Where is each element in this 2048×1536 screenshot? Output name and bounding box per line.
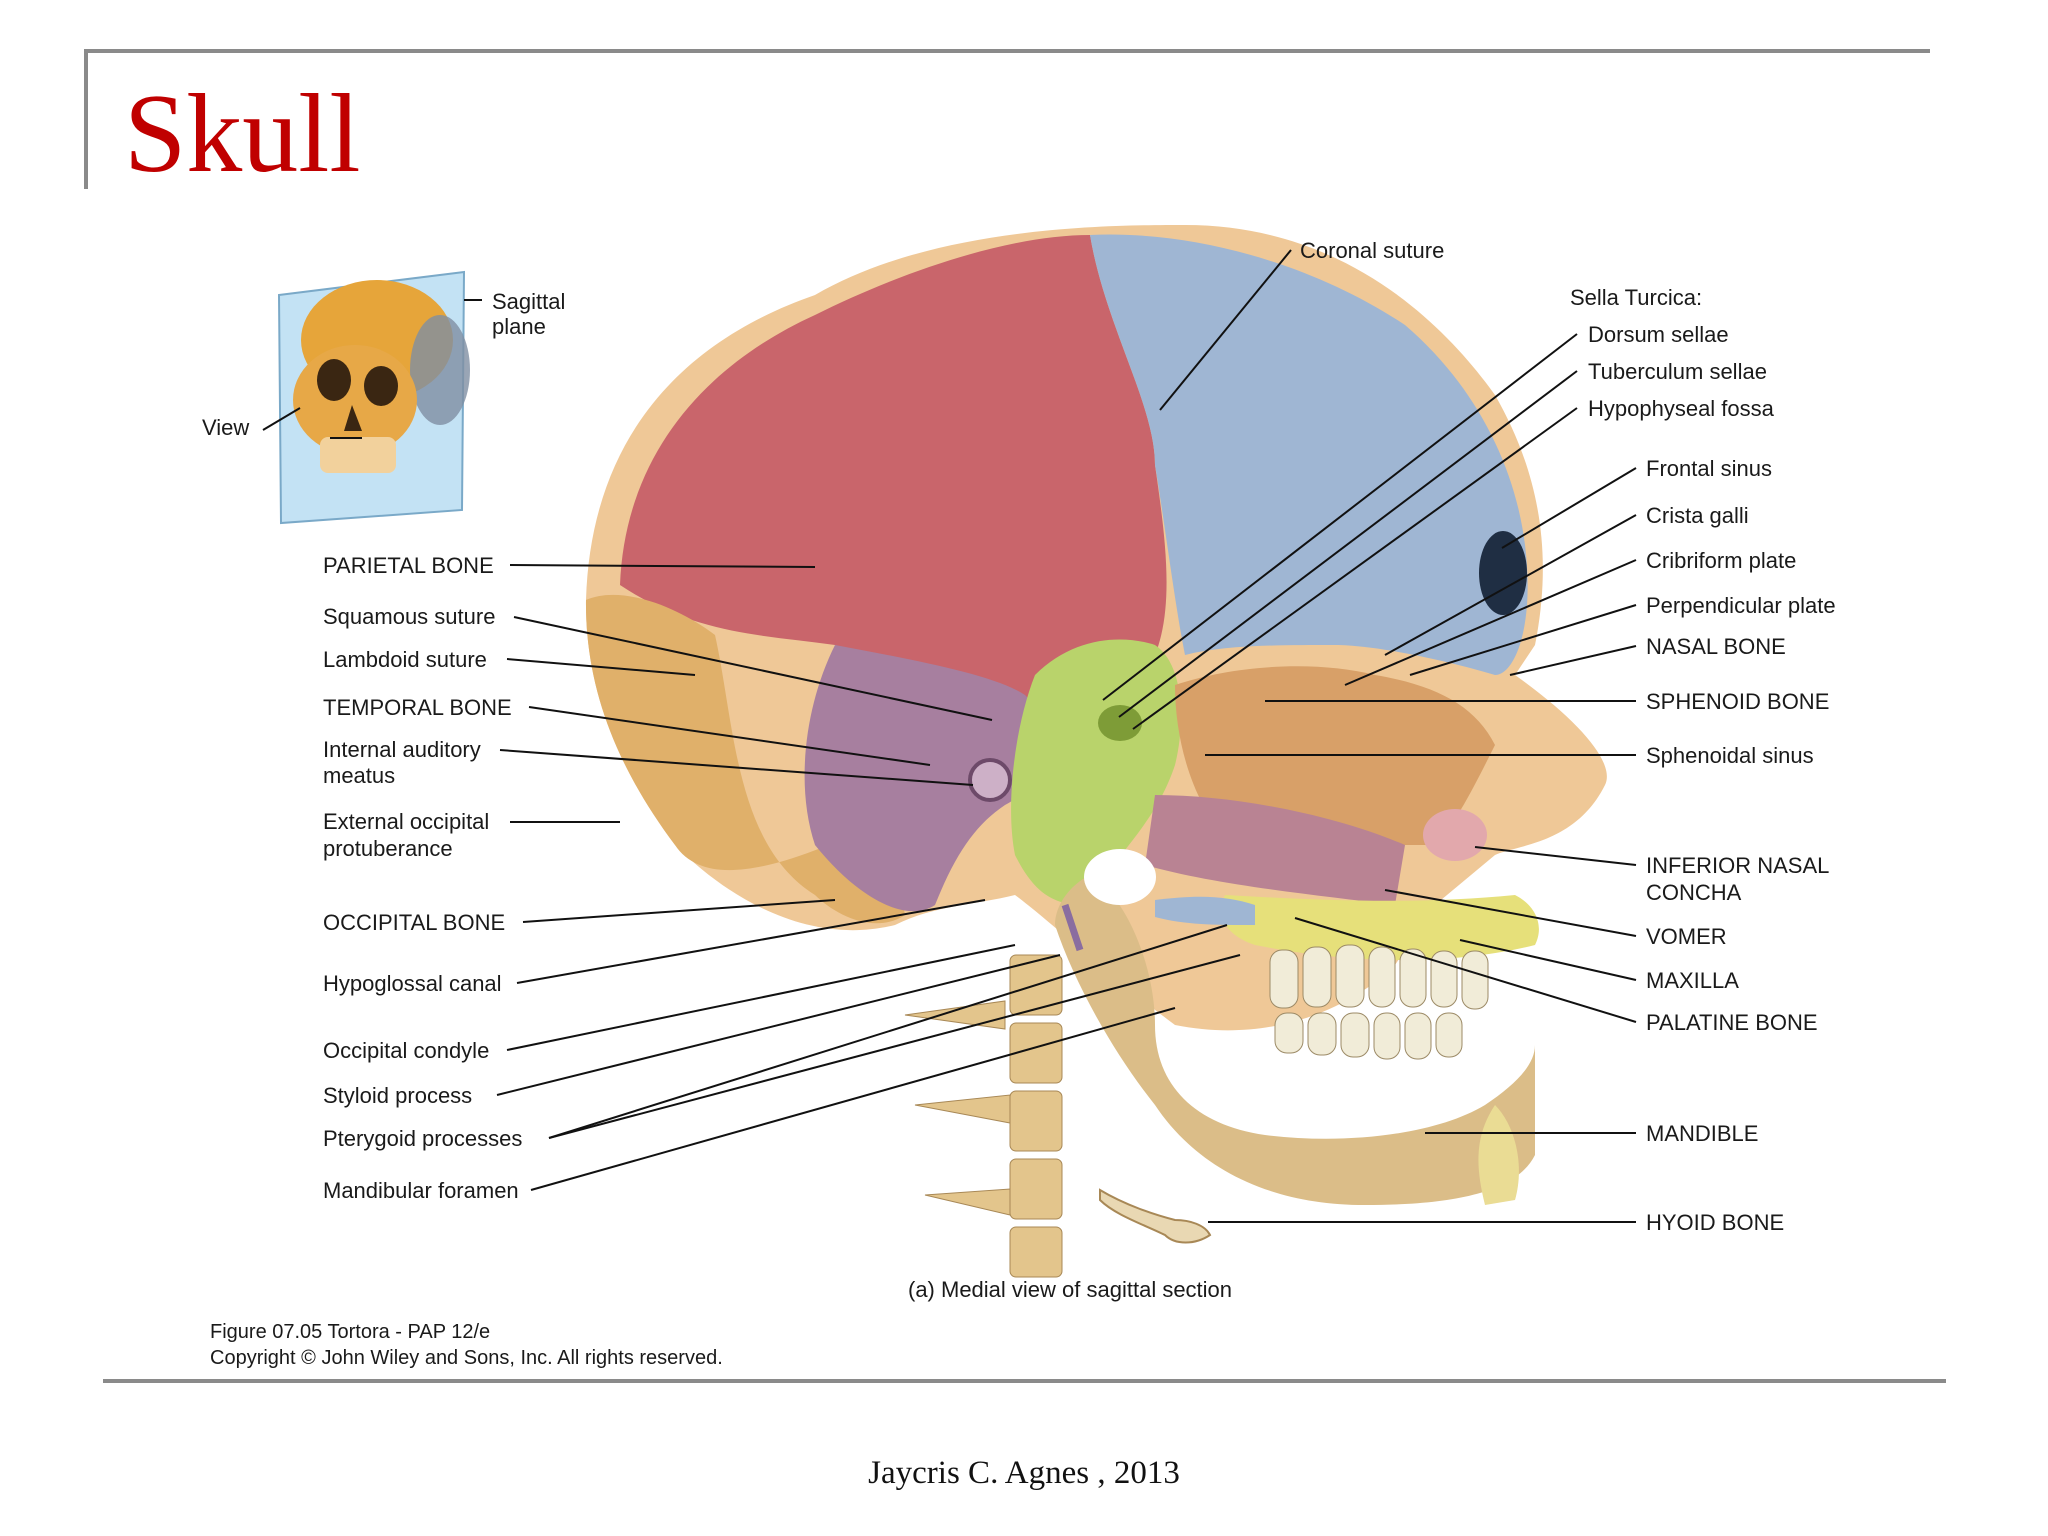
parietal-bone-region [620,235,1167,725]
vomer-region [1145,795,1405,905]
label-hypophyseal-fossa: Hypophyseal fossa [1588,396,1775,421]
inset-skull-right-half [410,315,470,425]
label-internal-auditory-meatus-1: Internal auditory [323,737,481,762]
inset-orbit-right [364,366,398,406]
slide-title: Skull [124,72,361,196]
cervical-vertebrae [904,954,1063,1278]
label-coronal-suture: Coronal suture [1300,238,1444,263]
label-temporal-bone: TEMPORAL BONE [323,695,512,720]
label-crista-galli: Crista galli [1646,503,1749,528]
main-skull [585,225,1607,1278]
frontal-bone-region [1090,234,1528,675]
top-rule [84,49,1930,53]
label-internal-auditory-meatus-2: meatus [323,763,395,788]
frontal-sinus-cavity [1479,531,1527,615]
inset-orbit-left [317,359,351,401]
mandible-symphysis [1478,1105,1519,1205]
skull-figure: Sagittal plane View PARIETAL BONE Squamo… [115,205,1955,1385]
label-inferior-nasal-concha-2: CONCHA [1646,880,1742,905]
maxilla-region [1221,895,1539,960]
label-hyoid-bone: HYOID BONE [1646,1210,1784,1235]
sphenoid-bone-region [1011,639,1181,905]
label-squamous-suture: Squamous suture [323,604,495,629]
leader-lines [262,249,1637,1223]
inset-nasal-cavity [344,405,362,431]
label-palatine-bone: PALATINE BONE [1646,1010,1818,1035]
label-dorsum-sellae: Dorsum sellae [1588,322,1729,347]
figure-credit-line-2: Copyright © John Wiley and Sons, Inc. Al… [210,1347,723,1369]
skull-diagram: Sagittal plane View PARIETAL BONE Squamo… [115,205,1955,1385]
bottom-rule [103,1379,1946,1383]
label-nasal-bone: NASAL BONE [1646,634,1786,659]
figure-credit-line-1: Figure 07.05 Tortora - PAP 12/e [210,1321,490,1343]
label-hypoglossal-canal: Hypoglossal canal [323,971,502,996]
sella-turcica-fossa [1098,705,1142,741]
inset-skull [277,270,470,525]
label-perpendicular-plate: Perpendicular plate [1646,593,1836,618]
label-occipital-bone: OCCIPITAL BONE [323,910,505,935]
teeth [1269,944,1489,1060]
label-frontal-sinus: Frontal sinus [1646,456,1772,481]
temporal-bone-region [804,645,1043,912]
label-sella-turcica: Sella Turcica: [1570,285,1702,310]
label-external-occipital-protuberance-2: protuberance [323,836,453,861]
inset-sagittal-label-2: plane [492,314,546,339]
inset-sagittal-label-1: Sagittal [492,289,565,314]
label-sphenoidal-sinus: Sphenoidal sinus [1646,743,1814,768]
hyoid-bone-shape [1099,1188,1212,1244]
label-sphenoid-bone: SPHENOID BONE [1646,689,1829,714]
inferior-nasal-concha-region [1423,809,1487,861]
internal-auditory-meatus-opening [968,758,1012,802]
label-parietal-bone: PARIETAL BONE [323,553,494,578]
label-styloid-process: Styloid process [323,1083,472,1108]
label-lambdoid-suture: Lambdoid suture [323,647,487,672]
styloid-process-shape [1061,903,1084,952]
mandible-region [1055,875,1535,1205]
left-rule [84,49,88,189]
inset-jaw [320,437,396,473]
label-inferior-nasal-concha-1: INFERIOR NASAL [1646,853,1829,878]
label-tuberculum-sellae: Tuberculum sellae [1588,359,1767,384]
label-vomer: VOMER [1646,924,1727,949]
slide-footer: Jaycris C. Agnes , 2013 [868,1455,1180,1491]
label-cribriform-plate: Cribriform plate [1646,548,1796,573]
label-external-occipital-protuberance-1: External occipital [323,809,489,834]
inset-view-label: View [202,415,249,440]
palatine-bone-region [1155,896,1255,925]
label-occipital-condyle: Occipital condyle [323,1038,489,1063]
foramen-space [1084,849,1156,905]
label-mandibular-foramen: Mandibular foramen [323,1178,519,1203]
label-maxilla: MAXILLA [1646,968,1739,993]
label-pterygoid-processes: Pterygoid processes [323,1126,522,1151]
label-mandible: MANDIBLE [1646,1121,1758,1146]
figure-caption: (a) Medial view of sagittal section [908,1277,1232,1302]
